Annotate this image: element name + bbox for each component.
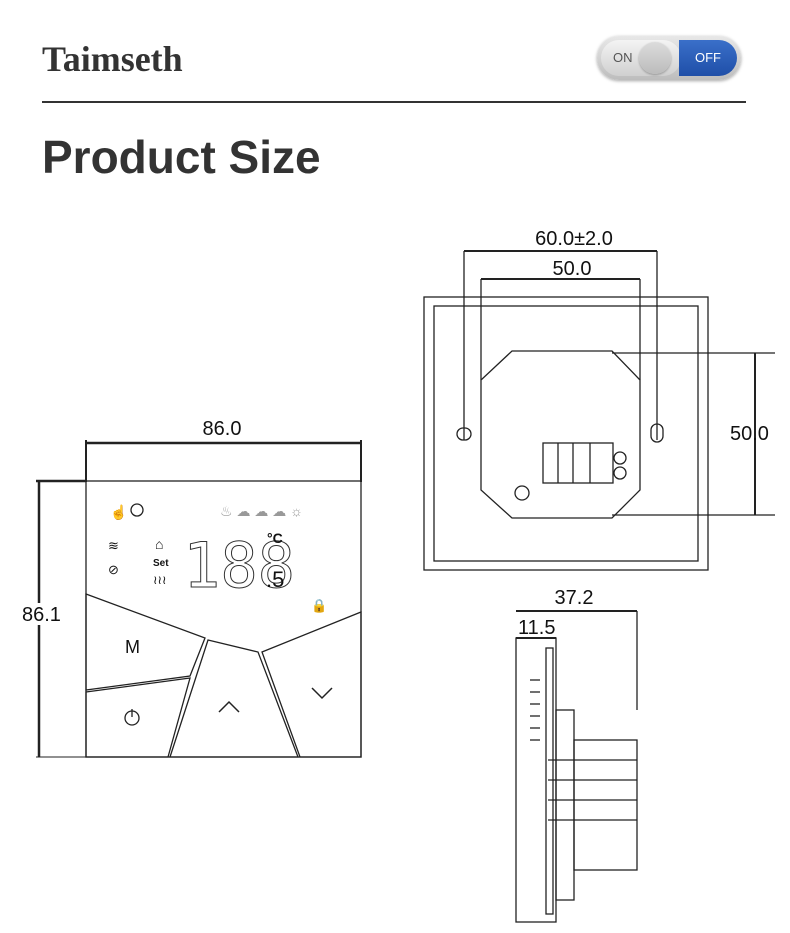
set-label: Set [153, 558, 169, 569]
lock-icon: 🔒 [311, 598, 327, 613]
panel-thickness-label: 11.5 [518, 617, 555, 639]
inner-width-label: 50.0 [553, 258, 592, 280]
mode-button-label: M [125, 637, 140, 657]
mode-button[interactable] [85, 593, 206, 691]
thermostat-front [85, 480, 362, 758]
chevron-up-icon [218, 700, 240, 713]
weather-icons: ♨ ☁ ☁ ☁ ☼ [220, 503, 303, 519]
wifi-icon: ≋ [108, 538, 119, 553]
side-view: 37.2 11.5 [515, 587, 638, 923]
front-view: 86.0 86.1 ☝ ♨ ☁ ☁ ☁ ☼ ≋ ⊘ ⌂ Set ≀≀≀ 188 … [22, 418, 362, 758]
front-width-label: 86.0 [203, 418, 242, 440]
power-button[interactable] [85, 677, 191, 758]
on-off-toggle[interactable]: ON OFF [597, 36, 741, 80]
unit-label: °C [267, 530, 283, 546]
temperature-digits: 188 [183, 529, 295, 602]
clock-icon [130, 503, 144, 517]
front-height-label: 86.1 [22, 604, 61, 626]
brand-logo: Taimseth [42, 39, 183, 79]
up-button[interactable] [169, 639, 299, 758]
eco-icon: ⊘ [108, 562, 119, 577]
back-module [480, 350, 641, 519]
toggle-off-label: OFF [679, 40, 737, 76]
toggle-knob[interactable] [639, 42, 671, 74]
decimal-digit: .5 [266, 567, 284, 592]
back-height-label: 50.0 [730, 423, 769, 445]
depth-label: 37.2 [555, 587, 594, 609]
back-plate-outer [423, 296, 709, 571]
home-icon: ⌂ [155, 536, 163, 552]
chevron-down-icon [311, 687, 333, 700]
down-button[interactable] [261, 611, 362, 758]
heating-icon: ≀≀≀ [153, 573, 167, 587]
page-title: Product Size [42, 131, 321, 183]
manual-icon: ☝ [110, 503, 127, 521]
back-view: 60.0±2.0 50.0 50.0 [423, 228, 775, 571]
header-divider [42, 101, 746, 103]
outer-width-label: 60.0±2.0 [535, 228, 613, 250]
